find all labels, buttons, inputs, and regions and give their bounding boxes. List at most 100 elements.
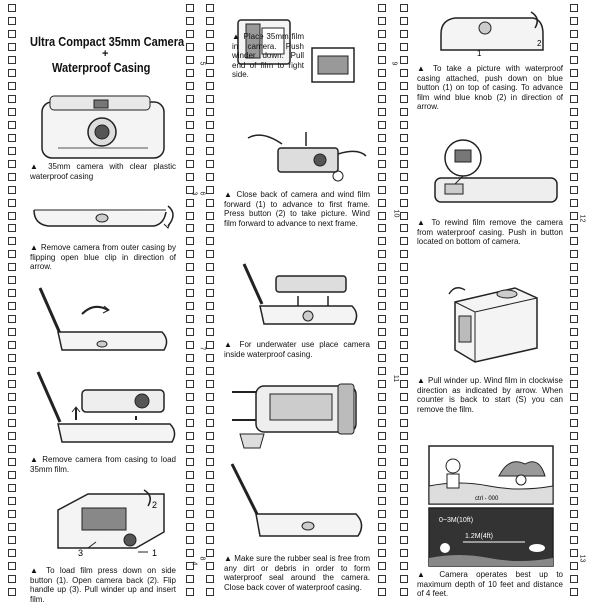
sprocket-hole-icon xyxy=(378,4,386,12)
sprocket-hole-icon xyxy=(378,120,386,129)
sprocket-hole-icon xyxy=(8,250,16,259)
film-strip-right-1 xyxy=(186,4,194,596)
sprocket-hole-icon xyxy=(186,535,194,544)
sprocket-hole-icon xyxy=(8,431,16,440)
sprocket-hole-icon xyxy=(570,237,578,246)
sprocket-hole-icon xyxy=(400,509,408,518)
sprocket-hole-icon xyxy=(8,94,16,103)
sprocket-hole-icon xyxy=(186,574,194,583)
sprocket-hole-icon xyxy=(206,29,214,38)
sprocket-hole-icon xyxy=(186,263,194,272)
sprocket-hole-icon xyxy=(570,393,578,402)
sprocket-hole-icon xyxy=(186,444,194,453)
sprocket-hole-icon xyxy=(8,341,16,350)
sprocket-hole-icon xyxy=(206,496,214,505)
sprocket-hole-icon xyxy=(8,133,16,142)
sprocket-hole-icon xyxy=(400,198,408,207)
sprocket-hole-icon xyxy=(400,263,408,272)
sprocket-hole-icon xyxy=(378,354,386,363)
sprocket-hole-icon xyxy=(570,496,578,505)
sprocket-hole-icon xyxy=(8,107,16,116)
sprocket-hole-icon xyxy=(206,548,214,557)
sprocket-hole-icon xyxy=(8,237,16,246)
sprocket-hole-icon xyxy=(400,302,408,311)
sprocket-hole-icon xyxy=(186,198,194,207)
sprocket-hole-icon xyxy=(400,367,408,376)
sprocket-hole-icon xyxy=(570,276,578,285)
sprocket-hole-icon xyxy=(8,380,16,389)
sprocket-hole-icon xyxy=(400,68,408,77)
sprocket-hole-icon xyxy=(206,55,214,64)
sprocket-hole-icon xyxy=(378,133,386,142)
sprocket-hole-icon xyxy=(8,406,16,415)
sprocket-hole-icon xyxy=(206,587,214,596)
figure-camera-lifted xyxy=(32,368,182,454)
sprocket-hole-icon xyxy=(378,431,386,440)
sprocket-hole-icon xyxy=(206,224,214,233)
frame-number: 10 xyxy=(392,209,400,218)
step-6-caption: ▲ Close back of camera and wind film for… xyxy=(224,190,370,228)
sprocket-hole-icon xyxy=(570,328,578,337)
sprocket-hole-icon xyxy=(570,315,578,324)
sprocket-hole-icon xyxy=(570,120,578,129)
sprocket-hole-icon xyxy=(8,185,16,194)
sprocket-hole-icon xyxy=(8,276,16,285)
sprocket-hole-icon xyxy=(400,211,408,220)
sprocket-hole-icon xyxy=(570,574,578,583)
sprocket-hole-icon xyxy=(400,574,408,583)
sprocket-hole-icon xyxy=(400,483,408,492)
sprocket-hole-icon xyxy=(206,354,214,363)
sprocket-hole-icon xyxy=(378,185,386,194)
sprocket-hole-icon xyxy=(186,224,194,233)
sprocket-hole-icon xyxy=(400,457,408,466)
sprocket-hole-icon xyxy=(400,237,408,246)
sprocket-hole-icon xyxy=(378,393,386,402)
sprocket-hole-icon xyxy=(400,172,408,181)
sprocket-hole-icon xyxy=(206,159,214,168)
sprocket-hole-icon xyxy=(570,419,578,427)
sprocket-hole-icon xyxy=(8,548,16,557)
sprocket-hole-icon xyxy=(8,16,16,25)
figure-film-detail xyxy=(310,46,356,86)
sprocket-hole-icon xyxy=(186,548,194,557)
sprocket-hole-icon xyxy=(378,302,386,311)
sprocket-hole-icon xyxy=(400,4,408,12)
sprocket-hole-icon xyxy=(206,302,214,311)
sprocket-hole-icon xyxy=(206,198,214,207)
sprocket-hole-icon xyxy=(206,522,214,531)
sprocket-hole-icon xyxy=(8,55,16,64)
sprocket-hole-icon xyxy=(186,315,194,324)
sprocket-hole-icon xyxy=(8,457,16,466)
sprocket-hole-icon xyxy=(186,561,194,570)
sprocket-hole-icon xyxy=(206,431,214,440)
sprocket-hole-icon xyxy=(378,68,386,77)
sprocket-hole-icon xyxy=(378,315,386,324)
frame-number: 5 xyxy=(198,61,206,66)
sprocket-hole-icon xyxy=(186,380,194,389)
frame-number: 8 xyxy=(198,556,206,561)
sprocket-hole-icon xyxy=(570,509,578,518)
sprocket-hole-icon xyxy=(378,509,386,518)
sprocket-hole-icon xyxy=(400,548,408,557)
sprocket-hole-icon xyxy=(8,496,16,505)
sprocket-hole-icon xyxy=(570,457,578,466)
sprocket-hole-icon xyxy=(186,328,194,337)
sprocket-hole-icon xyxy=(400,406,408,415)
sprocket-hole-icon xyxy=(8,419,16,427)
sprocket-hole-icon xyxy=(206,250,214,259)
sprocket-hole-icon xyxy=(400,29,408,38)
step-5-caption: ▲ Place 35mm film in camera. Push winder… xyxy=(232,32,304,79)
film-strip-left-1 xyxy=(8,4,16,596)
sprocket-hole-icon xyxy=(570,250,578,259)
sprocket-hole-icon xyxy=(8,29,16,38)
frame-number: 7 xyxy=(198,346,206,351)
sprocket-hole-icon xyxy=(206,81,214,90)
sprocket-hole-icon xyxy=(400,496,408,505)
callout-1: 1 xyxy=(152,548,157,558)
title-plus: + xyxy=(102,48,109,60)
sprocket-hole-icon xyxy=(186,289,194,298)
sprocket-hole-icon xyxy=(570,535,578,544)
sprocket-hole-icon xyxy=(186,4,194,12)
sprocket-hole-icon xyxy=(570,107,578,116)
sprocket-hole-icon xyxy=(378,535,386,544)
